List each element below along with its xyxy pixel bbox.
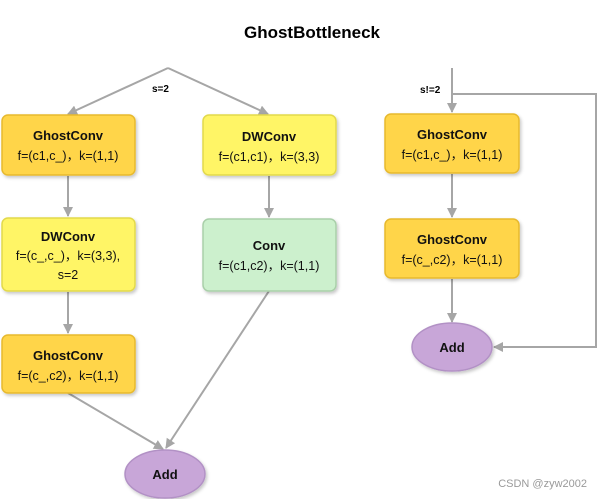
node-title: GhostConv (417, 127, 488, 142)
edge-left-ghost2-to-add (67, 392, 164, 450)
node-params: f=(c1,c2)，k=(1,1) (219, 259, 320, 273)
node-title: Conv (253, 238, 286, 253)
node-title: Add (439, 340, 464, 355)
edge-right-shortcut (452, 93, 597, 352)
diagram-title: GhostBottleneck (244, 23, 381, 42)
node-title: GhostConv (417, 232, 488, 247)
node-params: f=(c_,c2)，k=(1,1) (402, 253, 503, 267)
node-mid-dwconv[interactable]: DWConv f=(c1,c1)，k=(3,3) (202, 114, 337, 176)
edge-split-to-left-ghostconv (67, 67, 169, 115)
node-left-ghostconv-1[interactable]: GhostConv f=(c1,c_)，k=(1,1) (1, 114, 136, 176)
node-params: f=(c_,c_)，k=(3,3), (16, 249, 120, 263)
edge-split-to-mid-dwconv (167, 67, 269, 115)
edge-label-s2: s=2 (152, 84, 169, 95)
node-params: f=(c1,c1)，k=(3,3) (219, 150, 320, 164)
node-title: Add (152, 467, 177, 482)
node-params-stride: s=2 (58, 268, 79, 282)
node-left-dwconv[interactable]: DWConv f=(c_,c_)，k=(3,3), s=2 (1, 217, 136, 292)
node-left-ghostconv-2[interactable]: GhostConv f=(c_,c2)，k=(1,1) (1, 334, 136, 394)
node-title: GhostConv (33, 128, 104, 143)
node-params: f=(c1,c_)，k=(1,1) (402, 148, 503, 162)
node-add-right[interactable]: Add (411, 322, 493, 372)
node-right-ghostconv-1[interactable]: GhostConv f=(c1,c_)，k=(1,1) (384, 113, 520, 174)
edge-mid-conv-to-add (165, 290, 270, 449)
node-right-ghostconv-2[interactable]: GhostConv f=(c_,c2)，k=(1,1) (384, 218, 520, 279)
node-params: f=(c1,c_)，k=(1,1) (18, 149, 119, 163)
node-add-left[interactable]: Add (124, 449, 206, 499)
watermark-text: CSDN @zyw2002 (498, 478, 587, 490)
node-title: GhostConv (33, 348, 104, 363)
node-title: DWConv (41, 229, 96, 244)
edge-label-s-not-2: s!=2 (420, 85, 441, 96)
node-title: DWConv (242, 129, 297, 144)
node-mid-conv[interactable]: Conv f=(c1,c2)，k=(1,1) (202, 218, 337, 292)
node-params: f=(c_,c2)，k=(1,1) (18, 369, 119, 383)
